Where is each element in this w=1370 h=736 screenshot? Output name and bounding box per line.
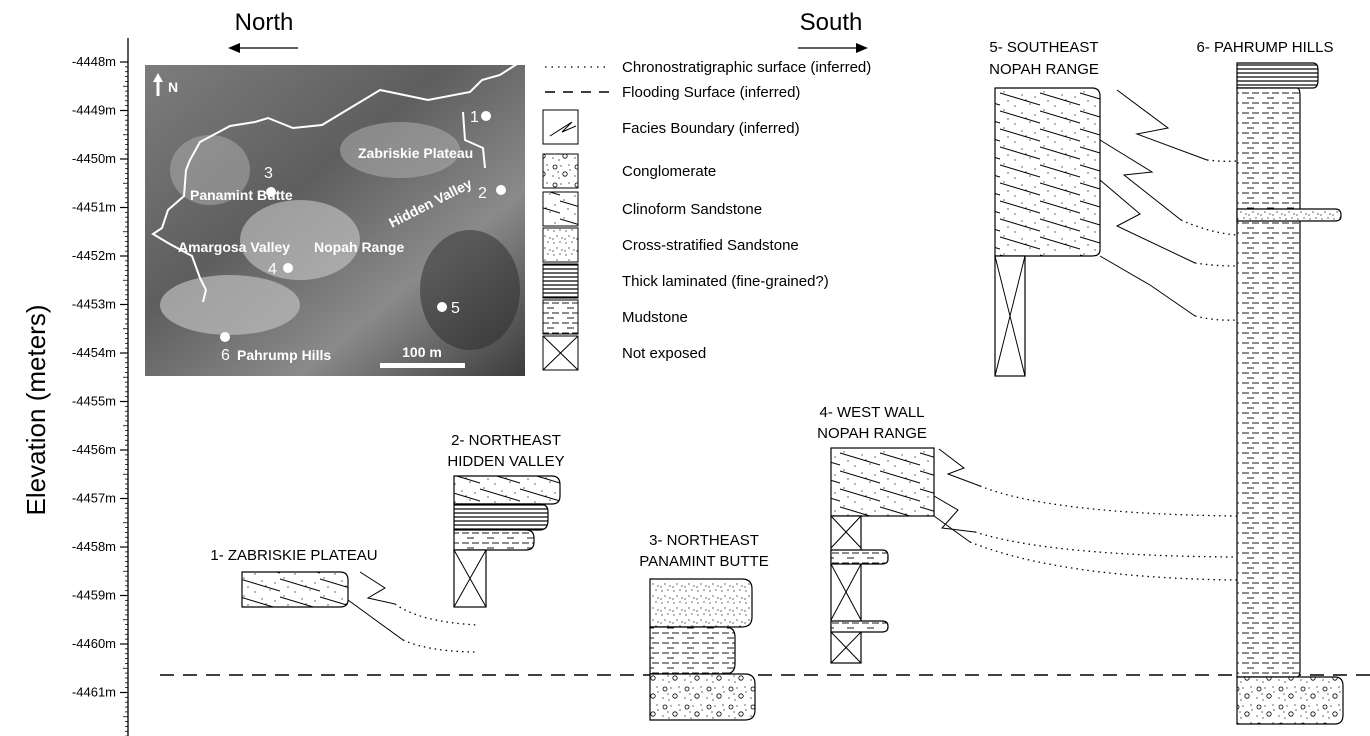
map-site-number: 2 [478,185,487,202]
map-site-number: 4 [268,261,277,278]
elevation-axis: -4448m -4449m -4450m -4451m -4452m -4453m -445… [21,38,129,736]
section-1-column [241,571,349,608]
section-5-column [994,87,1101,377]
chronostratigraphic-surfaces [394,159,1238,653]
map-scale-label: 100 m [402,344,442,360]
map-place: Pahrump Hills [237,347,331,363]
legend-label: Conglomerate [622,163,716,180]
axis-tick-label: -4461m [72,685,116,700]
direction-south: South [798,9,868,53]
legend: Chronostratigraphic surface (inferred) F… [542,59,871,371]
section-4-column [830,447,935,664]
axis-tick-label: -4457m [72,491,116,506]
map-site-number: 5 [451,300,460,317]
section-2-title-line1: 2- NORTHEAST [451,432,561,449]
map-place: Nopah Range [314,239,404,255]
map-place: Panamint Butte [190,187,293,203]
map-north-label: N [168,79,178,95]
map-scale-bar [380,363,465,368]
section-2-column [453,475,561,608]
legend-label: Not exposed [622,345,706,362]
section-3-title-line1: 3- NORTHEAST [649,532,759,549]
section-4-title-line2: NOPAH RANGE [817,425,927,442]
direction-north: North [228,9,298,53]
legend-label: Cross-stratified Sandstone [622,237,799,254]
south-label: South [800,9,863,36]
section-6-title: 6- PAHRUMP HILLS [1197,39,1334,56]
section-2-title-line2: HIDDEN VALLEY [447,453,564,470]
section-5-title-line2: NOPAH RANGE [989,61,1099,78]
map-site-number: 6 [221,347,230,364]
section-4-title-line1: 4- WEST WALL [819,404,924,421]
legend-label: Mudstone [622,309,688,326]
section-titles: 1- ZABRISKIE PLATEAU 2- NORTHEAST HIDDEN… [210,39,1333,570]
arrow-right-icon [856,43,868,53]
axis-tick-label: -4455m [72,394,116,409]
legend-label: Thick laminated (fine-grained?) [622,273,829,290]
axis-tick-label: -4451m [72,200,116,215]
axis-tick-label: -4452m [72,248,116,263]
map-place: Zabriskie Plateau [358,145,473,161]
axis-tick-label: -4449m [72,103,116,118]
rover-traverse [151,61,521,303]
map-site-number: 3 [264,165,273,182]
section-6-column [1236,62,1344,725]
arrow-left-icon [228,43,240,53]
section-1-title: 1- ZABRISKIE PLATEAU [210,547,377,564]
legend-label: Flooding Surface (inferred) [622,84,800,101]
axis-tick-label: -4460m [72,636,116,651]
north-arrow-icon [153,73,163,82]
axis-tick-label: -4458m [72,539,116,554]
section-5-title-line1: 5- SOUTHEAST [989,39,1098,56]
legend-label: Chronostratigraphic surface (inferred) [622,59,871,76]
map-site-number: 1 [470,109,479,126]
axis-tick-label: -4454m [72,345,116,360]
north-label: North [235,9,294,36]
section-3-title-line2: PANAMINT BUTTE [639,553,768,570]
axis-tick-label: -4453m [72,297,116,312]
section-3-column [649,578,756,721]
axis-tick-label: -4459m [72,588,116,603]
axis-tick-label: -4456m [72,442,116,457]
location-map: N Zabriskie Plateau Hidden Valley Panami… [145,61,525,376]
axis-tick-label: -4462m [72,733,116,736]
axis-title: Elevation (meters) [21,305,51,516]
axis-tick-label: -4450m [72,151,116,166]
facies-boundaries [347,89,1208,641]
legend-label: Facies Boundary (inferred) [622,120,800,137]
legend-label: Clinoform Sandstone [622,201,762,218]
axis-tick-label: -4448m [72,54,116,69]
map-place: Amargosa Valley [178,239,290,255]
